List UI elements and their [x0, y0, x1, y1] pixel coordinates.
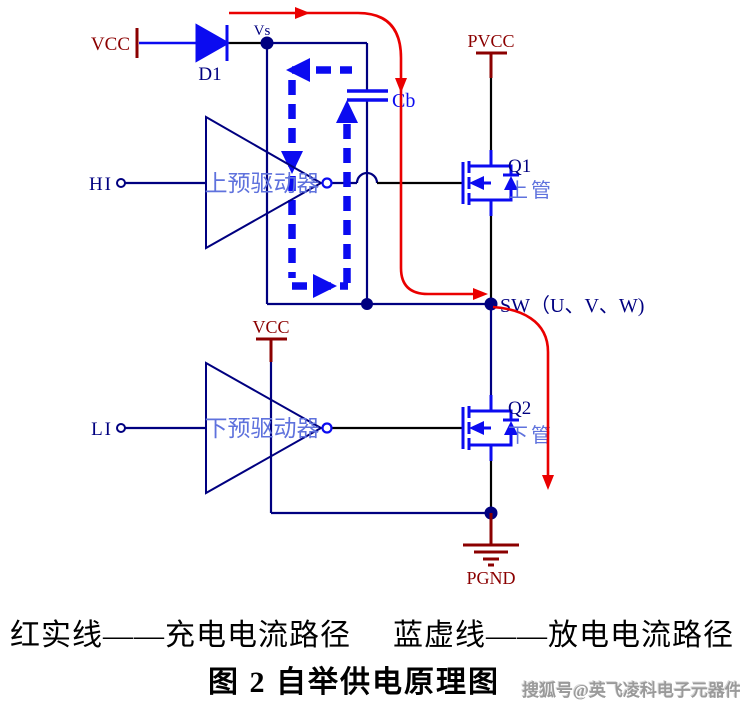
schematic-canvas: VCC PVCC VCC	[89, 7, 644, 588]
pvcc-label: PVCC	[467, 31, 514, 51]
red-arrow-right-icon	[295, 7, 310, 19]
vcc-lower-label: VCC	[252, 317, 289, 337]
mosfet-q1	[461, 150, 519, 216]
arrow-left-icon	[286, 58, 310, 82]
upper-driver-triangle	[205, 115, 324, 250]
red-arrow-down-icon	[395, 78, 407, 93]
sw-label: SW（U、V、W)	[500, 294, 644, 317]
charge-path-arrows	[295, 7, 554, 490]
lower-driver-triangle	[205, 361, 324, 495]
red-arrow-down2-icon	[542, 475, 554, 490]
li-terminal	[116, 423, 126, 433]
red-arrow-right2-icon	[473, 288, 488, 300]
hi-terminal	[116, 178, 126, 188]
charge-path-red	[229, 11, 550, 482]
figure-caption: 图 2 自举供电原理图	[208, 666, 500, 699]
d1-label: D1	[198, 64, 221, 85]
capacitor-cb	[347, 89, 388, 102]
arrow-up-icon	[336, 100, 358, 123]
q1-label: Q1	[508, 156, 531, 177]
wire-hop	[355, 171, 379, 184]
q1-role-label: 上管	[508, 179, 554, 202]
vcc-top-label: VCC	[91, 34, 130, 55]
upper-driver-output-terminal	[321, 177, 333, 189]
discharge-path-arrows	[281, 58, 358, 298]
mosfet-q2	[461, 395, 519, 461]
diode-d1	[139, 23, 231, 63]
legend-red-solid: 红实线——充电电流路径	[10, 619, 351, 652]
vs-label: Vs	[254, 23, 271, 39]
arrow-down-icon	[281, 151, 303, 174]
lower-driver-label: 下预驱动器	[205, 416, 320, 441]
arrow-right-icon	[313, 274, 337, 298]
upper-driver-label: 上预驱动器	[205, 171, 320, 196]
cb-label: Cb	[392, 90, 415, 112]
watermark-text: 搜狐号@英飞凌科电子元器件	[522, 681, 740, 700]
legend-blue-dashed: 蓝虚线——放电电流路径	[393, 619, 734, 652]
lower-driver-output-terminal	[321, 422, 333, 434]
vcc-lower-terminal	[256, 337, 287, 362]
pgnd-label: PGND	[466, 568, 515, 588]
pvcc-terminal	[476, 51, 507, 78]
vs-node-dot	[260, 36, 274, 50]
sw-node-dot	[484, 297, 498, 311]
hi-label: HI	[89, 174, 113, 195]
pgnd-ground-icon	[463, 513, 519, 567]
wires-navy	[125, 41, 493, 515]
q2-label: Q2	[508, 398, 531, 419]
q2-role-label: 下管	[508, 424, 554, 447]
rect-bottom-junction-dot	[361, 298, 373, 310]
wires-black	[227, 41, 493, 513]
li-label: LI	[91, 419, 113, 440]
